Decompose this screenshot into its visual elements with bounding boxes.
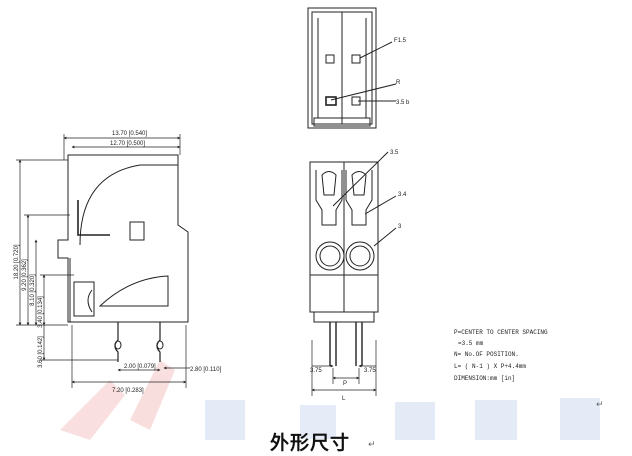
caption-paragraph-mark: ↵ <box>368 440 376 450</box>
side-view-dim-labels: 13.70 [0.540] 12.70 [0.500] 18.20 [0.720… <box>14 131 222 394</box>
note-line-3: N= No.OF POSITION. <box>454 351 519 358</box>
front-view <box>309 151 397 366</box>
dim-pin-offset: 2.00 [0.079] <box>124 364 156 370</box>
dim-v3: 8.10 [0.320] <box>30 274 36 306</box>
side-view-dimensions <box>16 134 190 388</box>
side-view <box>57 154 189 362</box>
dim-v2: 9.20 [0.362] <box>22 259 28 291</box>
dim-right-pad: 3.75 <box>364 368 376 374</box>
note-line-1: P=CENTER TO CENTER SPACING <box>454 329 548 336</box>
note-line-2: =3.5 mm <box>458 340 484 347</box>
top-view <box>307 7 397 129</box>
note-line-4: L= ( N-1 ) X P+4.4mm <box>454 363 526 370</box>
front-view-dimensions <box>311 340 377 396</box>
front-callout-3: 3 <box>398 224 402 230</box>
top-view-callouts: F1.5 R 3.5 b <box>394 38 410 106</box>
side-view-body <box>57 154 189 323</box>
dim-body-width: 12.70 [0.500] <box>110 141 145 147</box>
front-callout-1: 3.5 <box>390 150 399 156</box>
top-callout-1: F1.5 <box>394 38 407 44</box>
figure-caption: 外形尺寸 <box>270 432 351 454</box>
spec-notes: P=CENTER TO CENTER SPACING =3.5 mm N= No… <box>454 329 548 382</box>
front-view-labels: 3.5 3.4 3 3.75 3.75 P L <box>310 150 407 402</box>
front-callout-2: 3.4 <box>398 192 407 198</box>
top-view-body <box>307 7 377 129</box>
top-callout-2: R <box>396 80 401 86</box>
dim-overall-width: 13.70 [0.540] <box>112 131 147 137</box>
watermark-graphic <box>60 360 600 440</box>
dim-pitch: P <box>343 381 347 387</box>
dim-length: L <box>342 396 346 402</box>
dim-pin-dia: 2.80 [0.110] <box>190 367 222 373</box>
top-callout-3: 3.5 b <box>396 100 410 106</box>
note-line-5: DIMENSION:mm [in] <box>454 375 515 382</box>
dim-base: 7.20 [0.283] <box>112 388 144 394</box>
dim-overall-height: 18.20 [0.720] <box>14 244 20 279</box>
dim-v5: 3.60 [0.142] <box>38 336 44 368</box>
dim-v4: 3.40 [0.134] <box>38 296 44 328</box>
dim-left-pad: 3.75 <box>310 368 322 374</box>
paragraph-mark: ↵ <box>596 400 604 410</box>
